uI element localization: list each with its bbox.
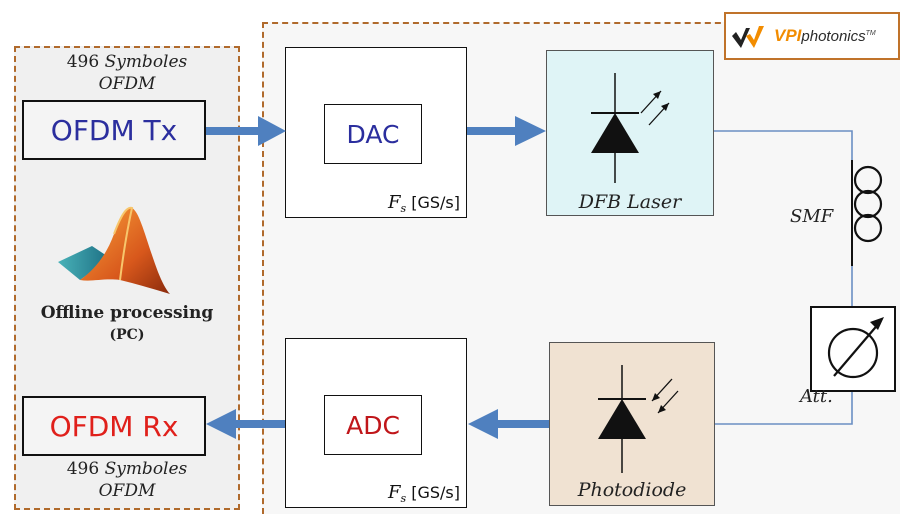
adc-sample-rate-label: Fs [GS/s] [388,482,460,505]
vpi-logo-text: VPIphotonicsTM [774,26,876,46]
offline-line1: Offline processing [40,303,214,323]
dac-sample-rate-label: Fs [GS/s] [388,192,460,215]
attenuator-block [810,306,896,392]
adc-label-box: ADC [324,395,422,455]
laser-to-fiber-line [714,130,853,160]
fs-variable: F [387,192,401,213]
dac-to-laser-arrow [467,116,546,146]
matlab-logo-icon [58,206,170,294]
fs-variable: F [387,482,401,503]
ofdm-rx-box: OFDM Rx [22,396,206,456]
tx-symbols-line1: 496 Symboles [66,52,188,72]
rx-symbols-line1: 496 Symboles [66,459,188,479]
attenuator-to-photodiode-line [715,392,853,425]
fs-subscript: s [400,202,407,215]
rx-symbols-line2: OFDM [98,481,156,501]
vpi-trademark: TM [865,30,876,37]
attenuator-label: Att. [800,386,833,407]
offline-processing-label: Offline processing (PC) [14,302,240,346]
attenuator-icon [827,317,884,379]
rx-symbols-annotation: 496 Symboles OFDM [14,458,240,502]
photodiode-caption: Photodiode [577,479,687,501]
dfb-laser-caption: DFB Laser [578,191,682,213]
tx-symbols-line2: OFDM [98,74,156,94]
adc-to-rx-arrow [206,409,285,439]
dac-block: DAC Fs [GS/s] [285,47,467,218]
fiber-coil-icon [851,160,883,266]
fs-subscript: s [400,492,407,505]
laser-diode-icon [591,73,670,183]
tx-to-dac-arrow [206,116,286,146]
dac-label-box: DAC [324,104,422,164]
smf-label: SMF [790,206,834,227]
fs-unit: [GS/s] [411,483,460,502]
dfb-laser-block: DFB Laser [546,50,714,216]
photodiode-to-adc-arrow [468,409,549,439]
photodiode-icon [598,365,679,473]
ofdm-tx-box: OFDM Tx [22,100,206,160]
offline-line2: (PC) [109,327,145,343]
vpi-brand-rest: photonics [801,28,866,45]
fs-unit: [GS/s] [411,193,460,212]
vpi-brand-strong: VPI [774,26,802,45]
vpi-photonics-logo: VPIphotonicsTM [724,12,900,60]
adc-block: ADC Fs [GS/s] [285,338,467,508]
photodiode-block: Photodiode [549,342,715,506]
tx-symbols-annotation: 496 Symboles OFDM [14,51,240,95]
vpi-logo-icon [732,26,764,48]
